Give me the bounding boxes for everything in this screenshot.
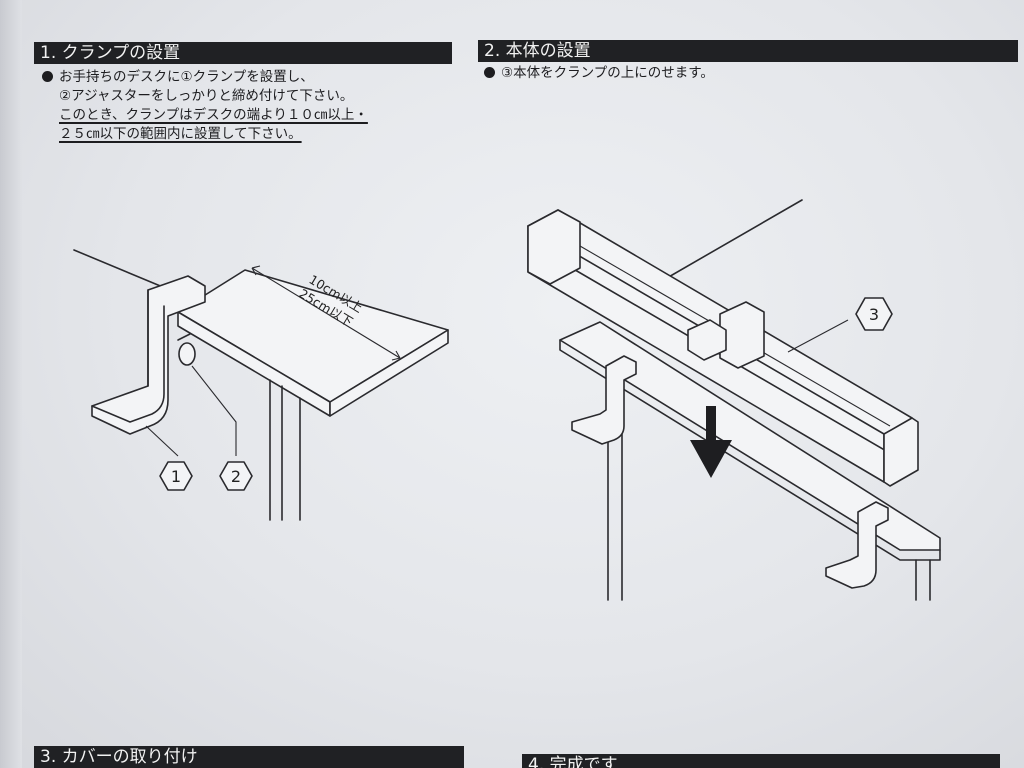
callout-2-number: 2 <box>231 467 241 486</box>
section-2-title: 2. 本体の設置 <box>478 40 1018 62</box>
section-1-line-1-text: お手持ちのデスクに①クランプを設置し、 <box>59 69 314 85</box>
left-clamp <box>571 355 637 445</box>
dimension-arrow-start <box>251 265 261 276</box>
callout-3-leader <box>787 319 849 353</box>
callout-1-leader <box>145 425 179 457</box>
tray-end-bracket-left <box>527 209 581 285</box>
adjuster-screw <box>177 333 191 341</box>
callout-1-hexagon <box>159 461 193 491</box>
clamp-installation-figure: 10cm以上 25cm以下 1 2 <box>73 249 449 521</box>
callout-1-number: 1 <box>171 467 181 486</box>
desk-side-face <box>329 329 449 417</box>
desk-back-edge <box>659 199 803 283</box>
right-clamp <box>825 501 889 589</box>
section-1-line-1: お手持ちのデスクに①クランプを設置し、 <box>42 68 368 87</box>
dimension-line <box>251 267 401 359</box>
down-arrow-icon <box>690 406 732 478</box>
section-1-title: 1. クランプの設置 <box>34 42 452 64</box>
section-3-title: 3. カバーの取り付け <box>34 746 464 768</box>
desk-back-edge <box>73 249 171 291</box>
clamp-inner-edge <box>91 305 165 423</box>
adjuster-knob <box>178 342 196 366</box>
section-1-line-2: ②アジャスターをしっかりと締め付けて下さい。 <box>59 88 354 104</box>
desk-front-edge <box>559 339 941 561</box>
bullet-dot-icon <box>42 71 53 82</box>
tray-end-bracket-right <box>883 417 919 487</box>
body-installation-figure: 3 <box>527 199 941 601</box>
bullet-dot-icon <box>484 67 495 78</box>
tray-center-tab-front <box>687 319 727 361</box>
section-2-line-1-text: ③本体をクランプの上にのせます。 <box>501 65 714 81</box>
callout-3-number: 3 <box>869 305 879 324</box>
section-1-line-4: ２５㎝以下の範囲内に設置して下さい。 <box>59 126 302 142</box>
section-2-line-1: ③本体をクランプの上にのせます。 <box>484 64 714 83</box>
dimension-arrow-end <box>391 350 401 361</box>
desk-top <box>559 321 941 551</box>
callout-2-hexagon <box>219 461 253 491</box>
section-1-line-3: このとき、クランプはデスクの端より１０㎝以上・ <box>59 107 368 123</box>
callout-3-hexagon <box>855 297 893 331</box>
section-1-instructions: お手持ちのデスクに①クランプを設置し、 ②アジャスターをしっかりと締め付けて下さ… <box>42 68 368 144</box>
callout-2-leader <box>191 365 237 456</box>
section-4-title: 4. 完成です <box>522 754 1000 768</box>
section-2-instructions: ③本体をクランプの上にのせます。 <box>484 64 714 83</box>
paper-fold-edge <box>0 0 22 768</box>
tray-center-tab <box>719 301 765 369</box>
